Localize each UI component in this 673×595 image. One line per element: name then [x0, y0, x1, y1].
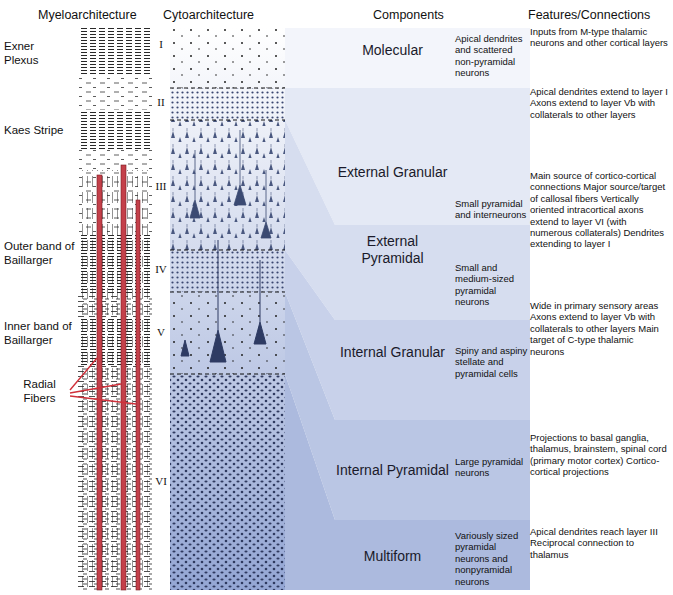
- radial-fiber: [136, 200, 140, 590]
- myelo-label: Radial Fibers: [12, 378, 67, 406]
- layer-band: Internal Granular Spiny and aspiny stella…: [335, 320, 530, 420]
- cell-texture: [170, 374, 285, 590]
- layer-numeral: VI: [152, 475, 170, 487]
- column-header: Cytoarchitecture: [163, 8, 278, 23]
- radial-fiber-leaders: [70, 358, 136, 404]
- layer-numeral: IV: [152, 263, 170, 275]
- exner-plexus-fibers: [78, 28, 152, 75]
- layer-components: Small and medium-sized pyramidal neurons: [455, 262, 528, 308]
- myelo-label: Exner Plexus: [4, 40, 64, 68]
- radial-fiber: [97, 175, 102, 590]
- layer-components: Spiny and aspiny stellate and pyramidal …: [455, 345, 528, 379]
- fiber-texture: [78, 75, 152, 110]
- column-header: Components: [373, 8, 468, 23]
- column-header: Myeloarchitecture: [38, 8, 153, 23]
- myelo-label: Outer band of Baillarger: [4, 240, 77, 268]
- layer-components: Large pyramidal neurons: [455, 456, 528, 479]
- cyto-ground: [170, 28, 285, 590]
- myelo-label: Kaes Stripe: [4, 124, 76, 138]
- layer-components: Variously sized pyramidal neurons and no…: [455, 530, 528, 587]
- pyramidal-cell: [190, 130, 271, 238]
- layer-name: Multiform: [335, 548, 450, 565]
- layer-band: Molecular Apical dendrites and scattered …: [335, 28, 530, 88]
- feature-text: Apical dendrites extend to layer I Axons…: [530, 86, 670, 120]
- layer-name: Internal Pyramidal: [335, 462, 450, 479]
- layer-band: Multiform Variously sized pyramidal neuro…: [335, 520, 530, 590]
- layer-name: External Granular: [335, 164, 450, 181]
- layer-numeral: II: [152, 96, 170, 108]
- vertical-fibers: [78, 170, 152, 590]
- layer-name: Internal Granular: [335, 344, 450, 361]
- layer-band: Internal Pyramidal Large pyramidal neuron…: [335, 420, 530, 520]
- layer-numeral: III: [152, 180, 170, 192]
- layer-band: External GranularSmall pyramidal and int…: [335, 88, 530, 225]
- column-header: Features/Connections: [528, 8, 670, 23]
- layer-numeral: I: [152, 38, 170, 50]
- fan: [285, 28, 335, 88]
- layer-name: Molecular: [335, 42, 450, 59]
- myelo-label: Inner band of Baillarger: [4, 320, 77, 348]
- myelo-column: [78, 28, 152, 590]
- layer-fans: [285, 28, 335, 590]
- cell-texture: [170, 120, 285, 250]
- cell-texture: [170, 250, 285, 292]
- layer-name: External Pyramidal: [335, 233, 450, 267]
- cyto-column: [170, 28, 285, 590]
- feature-text: Main source of cortico-cortical connecti…: [530, 170, 670, 250]
- layer-numeral: V: [152, 326, 170, 338]
- feature-text: Apical dendrites reach layer III Recipro…: [530, 526, 670, 560]
- kaes-stripe-fibers: [78, 110, 152, 150]
- layer-components: Small pyramidal and interneurons: [455, 198, 528, 221]
- fan: [285, 374, 335, 590]
- leader-line: [70, 384, 121, 393]
- feature-text: Inputs from M-type thalamic neurons and …: [530, 26, 670, 49]
- layer-components: Apical dendrites and scattered non-pyram…: [455, 33, 528, 79]
- cell-texture: [170, 88, 285, 120]
- layer-band: External PyramidalSmall and medium-sized…: [335, 225, 530, 320]
- leader-line: [70, 358, 97, 390]
- pyramidal-cell: [181, 240, 266, 362]
- leader-line: [70, 396, 136, 404]
- radial-fiber: [121, 165, 126, 590]
- cell-texture: [170, 292, 285, 374]
- feature-text: Projections to basal ganglia, thalamus, …: [530, 432, 670, 478]
- cell-texture: [170, 28, 285, 88]
- layer-boundary: [170, 88, 285, 374]
- feature-text: Wide in primary sensory areas Axons exte…: [530, 300, 670, 357]
